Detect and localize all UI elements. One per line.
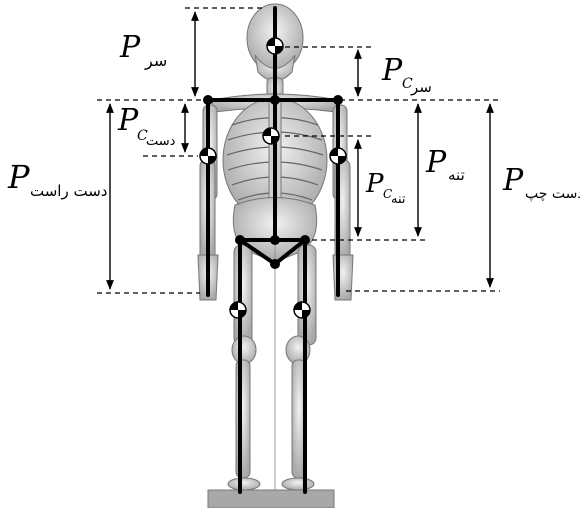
label-p-head-symbol: P (119, 30, 141, 65)
label-p-trunk: P تنه (425, 145, 465, 184)
label-p-head: P سر (119, 30, 167, 71)
com-right-leg-marker (230, 302, 246, 318)
label-pc-trunk-symbol: P (365, 169, 384, 199)
com-left-leg-marker (294, 302, 310, 318)
thigh-right (234, 245, 252, 345)
foot-right (228, 478, 260, 490)
joint-hip-right (235, 235, 245, 245)
label-p-left-hand: P دست چپ (502, 163, 580, 202)
label-p-right-hand-symbol: P (7, 158, 30, 196)
joint-hip-center (270, 235, 280, 245)
label-p-left-hand-symbol: P (502, 163, 524, 198)
label-p-right-hand-subscript: دست راست (30, 182, 107, 200)
label-pc-head: P C سر (381, 53, 432, 96)
label-pc-trunk-subscript: تنه (391, 192, 406, 207)
label-pc-head-subscript: سر (410, 78, 432, 96)
label-p-trunk-symbol: P (425, 145, 447, 180)
com-right-arm-marker (200, 148, 216, 164)
label-p-right-hand: P دست راست (7, 158, 107, 200)
foot-left (282, 478, 314, 490)
label-pc-hand-subscript: دست (146, 134, 176, 149)
label-p-trunk-subscript: تنه (448, 166, 465, 184)
base-platform (208, 490, 334, 508)
label-pc-hand: P C دست (117, 103, 176, 149)
label-pc-head-symbol: P (381, 53, 403, 88)
label-p-head-subscript: سر (144, 51, 167, 71)
com-trunk-marker (263, 128, 279, 144)
label-p-left-hand-subscript: دست چپ (525, 186, 580, 202)
joint-hip-left (300, 235, 310, 245)
joint-pelvis-bottom (270, 259, 280, 269)
com-head-marker (267, 38, 283, 54)
label-pc-hand-symbol: P (117, 103, 139, 138)
label-pc-trunk: P C تنه (365, 169, 406, 207)
com-left-arm-marker (330, 148, 346, 164)
